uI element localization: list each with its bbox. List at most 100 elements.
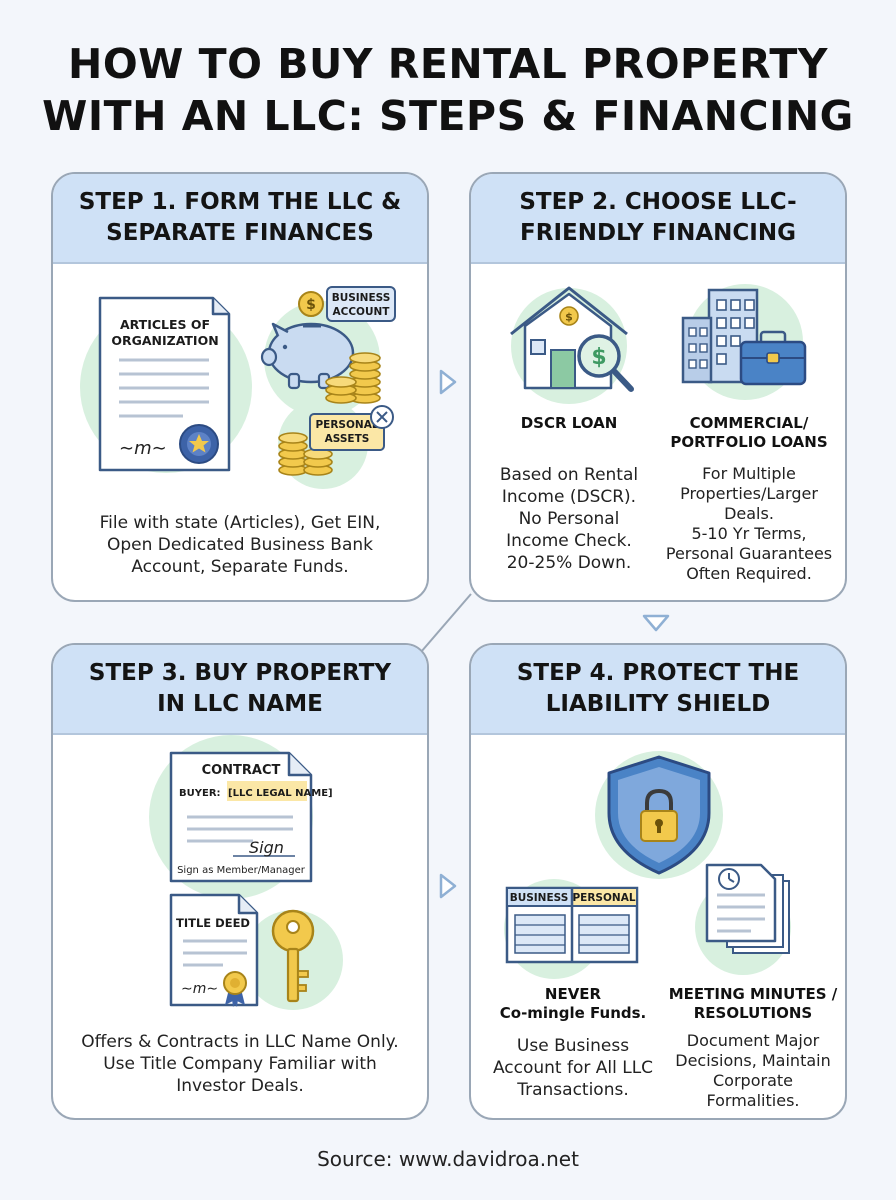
close-x-icon [370, 405, 394, 429]
dscr-desc-line-1: Based on Rental [499, 465, 639, 485]
doc-label-line-2: ORGANIZATION [111, 333, 218, 348]
step-2-title-line-1: STEP 2. CHOOSE LLC- [519, 189, 797, 215]
dscr-desc-line-3: No Personal [518, 509, 620, 529]
step-3-desc-line-1: Offers & Contracts in LLC Name Only. [81, 1032, 399, 1052]
commercial-desc-line-5: Personal Guarantees [665, 544, 833, 563]
step-1-header: STEP 1. FORM THE LLC & SEPARATE FINANCES [53, 174, 427, 264]
piggy-bank-icon [260, 322, 355, 390]
ledger-icon [505, 886, 639, 964]
step-2-body: $ $ [471, 264, 845, 600]
dollar-coin-icon: $ [298, 291, 324, 317]
step-1-desc-line-3: Account, Separate Funds. [131, 557, 349, 577]
office-building-icon [681, 288, 759, 384]
never-desc-line-2: Account for All LLC [492, 1058, 654, 1078]
ledger-business-label: BUSINESS [510, 892, 569, 904]
step-1-title-line-2: SEPARATE FINANCES [106, 220, 374, 246]
step-2-card: STEP 2. CHOOSE LLC- FRIENDLY FINANCING $… [469, 172, 847, 602]
deed-signature: ∼m∼ [181, 981, 218, 997]
doc-label-line-1: ARTICLES OF [120, 317, 210, 332]
title-line-2: WITH AN LLC: STEPS & FINANCING [42, 92, 854, 140]
key-icon [271, 909, 315, 1003]
contract-signature: Sign [249, 838, 284, 857]
step-4-illustration: BUSINESS PERSONAL [504, 751, 791, 979]
step-3-illustration: CONTRACT BUYER: [LLC LEGAL NAME] Sign Si… [149, 735, 343, 1010]
dscr-desc-line-2: Income (DSCR). [501, 487, 637, 507]
minutes-desc-line-2: Decisions, Maintain [675, 1051, 831, 1070]
page-title: HOW TO BUY RENTAL PROPERTY WITH AN LLC: … [0, 38, 896, 142]
minutes-label-line-1: MEETING MINUTES / [668, 985, 838, 1003]
title-line-1: HOW TO BUY RENTAL PROPERTY [68, 40, 828, 88]
step-1-illustration: ARTICLES OF ORGANIZATION ∼m∼ [80, 286, 396, 489]
business-tag-line-1: BUSINESS [332, 292, 391, 304]
sign-note: Sign as Member/Manager [177, 865, 306, 876]
step-4-body: BUSINESS PERSONAL NEVER Co-mingle Funds. [471, 735, 845, 1118]
arrow-step3-to-step4 [439, 873, 457, 899]
contract-document-icon [169, 751, 313, 883]
personal-tag-line-2: ASSETS [325, 433, 370, 445]
step-4-card: STEP 4. PROTECT THE LIABILITY SHIELD [469, 643, 847, 1120]
doc-signature: ∼m∼ [119, 438, 167, 459]
step-1-desc-line-2: Open Dedicated Business Bank [106, 535, 374, 555]
commercial-desc-line-1: For Multiple [702, 464, 796, 483]
step-2-header: STEP 2. CHOOSE LLC- FRIENDLY FINANCING [471, 174, 845, 264]
commercial-desc-line-3: Deals. [724, 504, 774, 523]
step-1-card: STEP 1. FORM THE LLC & SEPARATE FINANCES… [51, 172, 429, 602]
step-4-title-line-1: STEP 4. PROTECT THE [516, 660, 800, 686]
step-3-title-line-2: IN LLC NAME [157, 691, 323, 717]
never-label-line-1: NEVER [544, 985, 602, 1003]
shield-lock-icon [607, 755, 711, 875]
dscr-desc-line-5: 20-25% Down. [506, 553, 632, 573]
business-account-tag [326, 286, 396, 322]
never-desc-line-3: Transactions. [517, 1080, 629, 1100]
meeting-minutes-label: MEETING MINUTES / RESOLUTIONS [659, 985, 845, 1023]
step-1-body: ARTICLES OF ORGANIZATION ∼m∼ [53, 264, 427, 600]
step-3-desc-line-3: Investor Deals. [176, 1076, 304, 1096]
commercial-loans-label: COMMERCIAL/ PORTFOLIO LOANS [657, 414, 841, 452]
magnifier-dollar-icon: $ [577, 334, 634, 392]
never-desc-line-1: Use Business [516, 1036, 630, 1056]
personal-tag-line-1: PERSONAL [315, 419, 378, 431]
buyer-label: BUYER: [179, 788, 221, 799]
source-credit: Source: www.davidroa.net [317, 1147, 579, 1171]
dscr-loan-label-text: DSCR LOAN [520, 414, 618, 432]
deed-label: TITLE DEED [176, 916, 250, 930]
coin-symbol: $ [306, 297, 316, 313]
minutes-desc-line-3: Corporate [713, 1071, 793, 1090]
never-label-line-2: Co-mingle Funds. [499, 1004, 647, 1022]
business-tag-line-2: ACCOUNT [333, 306, 391, 318]
minutes-label-line-2: RESOLUTIONS [693, 1004, 813, 1022]
step-3-body: CONTRACT BUYER: [LLC LEGAL NAME] Sign Si… [53, 735, 427, 1118]
seal-star-icon [179, 424, 219, 464]
coin-stack-icon [325, 352, 381, 404]
dscr-desc-line-4: Income Check. [506, 531, 632, 551]
step-3-desc-line-2: Use Title Company Familiar with [103, 1054, 377, 1074]
step-3-description: Offers & Contracts in LLC Name Only. Use… [61, 1031, 419, 1097]
contract-label: CONTRACT [202, 763, 281, 778]
step-1-title-line-1: STEP 1. FORM THE LLC & [78, 189, 402, 215]
commercial-desc-line-6: Often Required. [686, 564, 812, 583]
step-3-card: STEP 3. BUY PROPERTY IN LLC NAME CONTRAC… [51, 643, 429, 1120]
commercial-label-line-2: PORTFOLIO LOANS [670, 433, 828, 451]
arrow-step1-to-step2 [439, 369, 457, 395]
clock-icon [718, 868, 740, 890]
commercial-label-line-1: COMMERCIAL/ [689, 414, 809, 432]
dscr-loan-description: Based on Rental Income (DSCR). No Person… [481, 464, 657, 574]
personal-coin-stack-icon [278, 432, 333, 476]
minutes-desc-line-4: Formalities. [706, 1091, 800, 1110]
briefcase-icon [739, 330, 807, 386]
never-comingle-label: NEVER Co-mingle Funds. [481, 985, 665, 1023]
minutes-desc-line-1: Document Major [686, 1031, 820, 1050]
step-2-title-line-2: FRIENDLY FINANCING [520, 220, 796, 246]
award-seal-icon [223, 971, 247, 1007]
buyer-value: [LLC LEGAL NAME] [228, 788, 333, 799]
commercial-desc-line-4: 5-10 Yr Terms, [691, 524, 807, 543]
ledger-personal-label: PERSONAL [572, 892, 635, 904]
step-3-header: STEP 3. BUY PROPERTY IN LLC NAME [53, 645, 427, 735]
step-1-description: File with state (Articles), Get EIN, Ope… [63, 512, 417, 578]
meeting-minutes-description: Document Major Decisions, Maintain Corpo… [659, 1031, 845, 1111]
never-comingle-description: Use Business Account for All LLC Transac… [481, 1035, 665, 1101]
step-2-illustration: $ $ [510, 284, 807, 404]
commercial-loans-description: For Multiple Properties/Larger Deals. 5-… [653, 464, 845, 584]
personal-assets-tag [309, 413, 385, 451]
step-3-title-line-1: STEP 3. BUY PROPERTY [88, 660, 392, 686]
